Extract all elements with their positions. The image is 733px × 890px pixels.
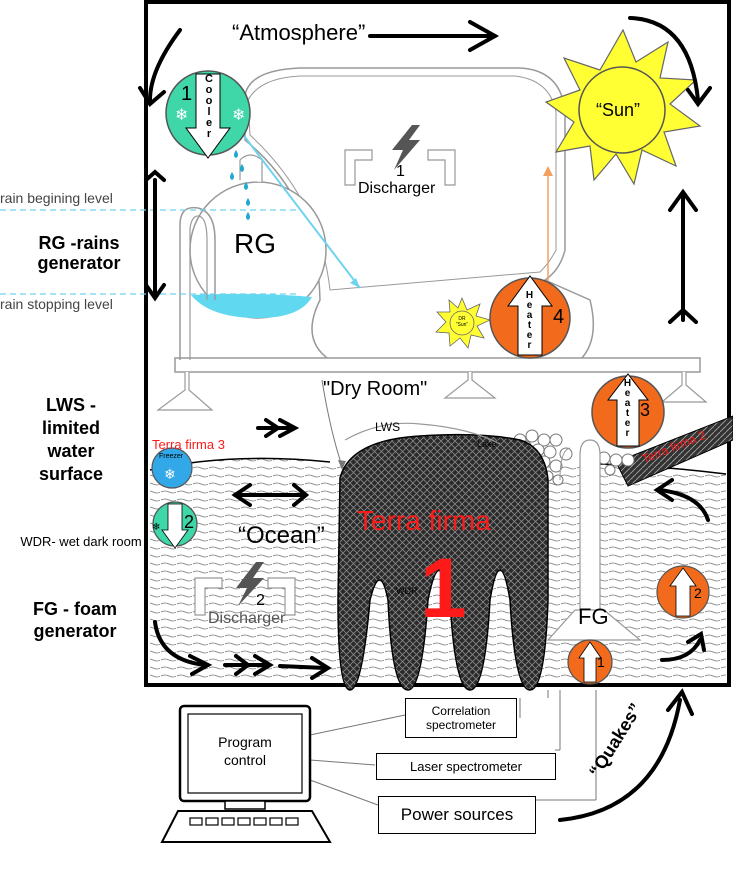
distribution-pipe (174, 357, 701, 373)
ocean-label: “Ocean” (238, 522, 325, 549)
heater-1-number: 1 (597, 654, 605, 670)
heater-3-arrow (606, 373, 650, 447)
heater-4-label: Heater (524, 290, 535, 350)
computer-icon (160, 704, 332, 843)
fg-column (579, 439, 601, 610)
lake-label: “Lake” (474, 439, 500, 449)
terra-firma-1-number: 1 (420, 541, 467, 635)
lws-title-label: LWS - limited water surface (38, 395, 104, 484)
rain-drops (226, 140, 250, 220)
lws-dome (344, 422, 501, 445)
fg-label: FG (578, 604, 609, 629)
discharger-1-bolt-icon (392, 125, 420, 170)
correlation-spectrometer-box: Correlation spectrometer (405, 698, 517, 738)
wdr-title-label: WDR- wet dark room (20, 534, 142, 549)
freezer (151, 447, 193, 489)
cooler-1-arrow (185, 73, 231, 159)
sun-label: “Sun” (596, 100, 641, 120)
discharger-1-number: 1 (396, 163, 405, 180)
nozzle-2 (443, 372, 497, 399)
svg-text:❄: ❄ (232, 105, 245, 124)
discharger-2-right (267, 577, 296, 616)
wdr-small-label: WDR (396, 586, 418, 596)
rg-title-label: RG -rains generator (37, 233, 121, 273)
rain-stream (237, 127, 361, 289)
dr-sun (435, 296, 492, 349)
dr-sun-label: DR “Sun” (455, 316, 469, 328)
discharger-2-left (194, 577, 223, 616)
discharger-1-right (427, 149, 456, 186)
nozzle-1 (156, 372, 214, 411)
cooler-1-label: Cooler (203, 73, 215, 139)
heater-4-number: 4 (553, 306, 565, 328)
terra-firma-3-label: Terra firma 3 (152, 437, 225, 452)
terra-firma-1-label: Terra firma (357, 505, 491, 536)
laser-spectrometer-box: Laser spectrometer (376, 753, 556, 780)
program-control-label: Program control (218, 734, 272, 768)
heater-2-number: 2 (694, 585, 702, 601)
heater-3-number: 3 (640, 400, 651, 420)
cooler-2-number: 2 (184, 512, 195, 532)
discharger-1-left (344, 149, 373, 186)
fg-nozzle (546, 609, 642, 641)
svg-text:❄: ❄ (152, 522, 160, 533)
nozzle-3 (660, 372, 708, 403)
cooler-1-number: 1 (181, 83, 193, 105)
rain-begin-level-label: rain begining level (0, 190, 113, 206)
rain-stop-level-label: rain stopping level (0, 296, 113, 312)
freezer-label: Freezer (159, 453, 184, 460)
discharger-2-label: Discharger (208, 610, 286, 627)
terra-firma-1 (337, 433, 549, 691)
rg-label: RG (234, 228, 276, 259)
atmosphere-label: “Atmosphere” (232, 20, 366, 45)
discharger-2-bolt-icon (236, 562, 264, 606)
rain-generator-water (191, 293, 312, 318)
rain-generator-siphon (179, 206, 216, 360)
fg-title-label: FG - foam generator (33, 599, 117, 641)
discharger-2-number: 2 (256, 592, 265, 609)
heater-3-label: Heater (622, 378, 633, 438)
discharger-1-label: Discharger (358, 180, 436, 197)
terra-firma-2 (615, 415, 733, 487)
dry-room-label: "Dry Room" (323, 378, 428, 400)
instrument-links (309, 690, 597, 806)
power-sources-box: Power sources (378, 796, 536, 834)
sun (544, 28, 702, 186)
lws-small-label: LWS (375, 420, 401, 434)
flow-arrows (138, 16, 712, 822)
svg-text:❄: ❄ (164, 467, 176, 483)
svg-text:❄: ❄ (175, 105, 188, 124)
heater-4-arrow (507, 275, 553, 356)
